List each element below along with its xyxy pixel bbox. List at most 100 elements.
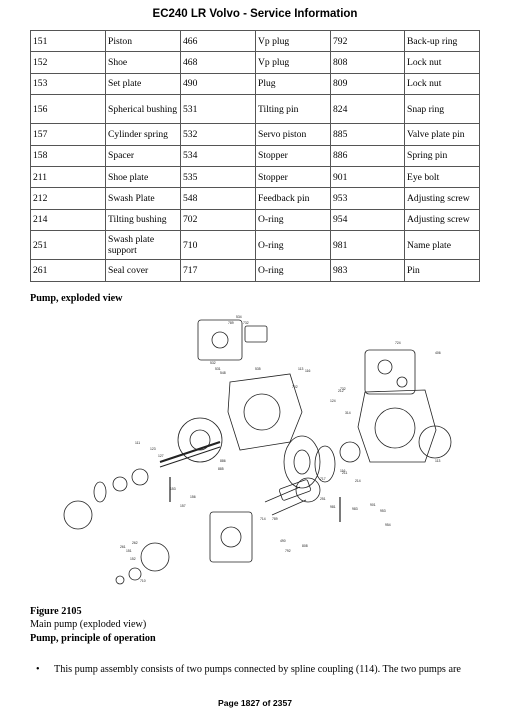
part-name-cell: Piston bbox=[105, 29, 181, 53]
callout-label: 261 bbox=[120, 545, 126, 549]
part-number-cell: 212 bbox=[30, 187, 106, 210]
part-name-cell: Valve plate pin bbox=[404, 123, 480, 146]
part-number-cell: 792 bbox=[330, 29, 405, 53]
part-name-cell: Adjusting screw bbox=[404, 187, 480, 210]
part-number-cell: 809 bbox=[330, 72, 405, 96]
part-number-cell: 157 bbox=[30, 123, 106, 146]
seal-cover-plate bbox=[63, 500, 93, 530]
part-name-cell: Name plate bbox=[404, 230, 480, 261]
section-heading: Pump, exploded view bbox=[30, 293, 123, 304]
gear-pump-block bbox=[364, 349, 416, 395]
section-heading-2: Pump, principle of operation bbox=[30, 633, 156, 644]
o-ring-large bbox=[295, 477, 321, 503]
callout-label: 885 bbox=[218, 467, 224, 471]
valve-plate bbox=[314, 445, 336, 483]
callout-label: 901 bbox=[370, 503, 376, 507]
part-number-cell: 885 bbox=[330, 123, 405, 146]
part-number-cell: 953 bbox=[330, 187, 405, 210]
callout-label: 157 bbox=[180, 504, 186, 508]
callout-label: 717 bbox=[320, 477, 326, 481]
part-number-cell: 211 bbox=[30, 165, 106, 189]
callout-label: 732 bbox=[243, 321, 249, 325]
part-name-cell: Tilting pin bbox=[255, 94, 331, 125]
callout-label: 954 bbox=[385, 523, 391, 527]
bullet-text: This pump assembly consists of two pumps… bbox=[54, 664, 461, 675]
front-housing-bore bbox=[243, 393, 281, 431]
o-ring-rear bbox=[418, 425, 452, 459]
callout-label: 535 bbox=[255, 367, 261, 371]
callout-label: 124 bbox=[330, 399, 336, 403]
callout-label: 153 bbox=[170, 487, 176, 491]
part-name-cell: Cylinder spring bbox=[105, 123, 181, 146]
callout-label: 116 bbox=[305, 369, 311, 373]
part-number-cell: 151 bbox=[30, 29, 106, 53]
callout-label: 151 bbox=[126, 549, 132, 553]
callout-label: 211 bbox=[342, 471, 348, 475]
callout-label: 886 bbox=[220, 459, 226, 463]
part-name-cell: Feedback pin bbox=[255, 187, 331, 210]
page-footer: Page 1827 of 2357 bbox=[217, 698, 293, 708]
callout-label: 792 bbox=[285, 549, 291, 553]
callout-label: 314 bbox=[345, 411, 351, 415]
callout-label: 116 bbox=[340, 469, 346, 473]
callout-label: 789 bbox=[228, 321, 234, 325]
page-title: EC240 LR Volvo - Service Information bbox=[152, 8, 358, 20]
seal-ring bbox=[131, 468, 149, 486]
part-number-cell: 535 bbox=[180, 165, 256, 189]
part-number-cell: 710 bbox=[180, 230, 256, 261]
figure-caption: Main pump (exploded view) bbox=[30, 619, 147, 630]
regulator-port bbox=[211, 331, 229, 349]
part-name-cell: Snap ring bbox=[404, 94, 480, 125]
part-name-cell: Spherical bushing bbox=[105, 94, 181, 125]
callout-label: 262 bbox=[132, 541, 138, 545]
o-ring bbox=[112, 476, 128, 492]
callout-label: 113 bbox=[435, 459, 441, 463]
part-name-cell: Servo piston bbox=[255, 123, 331, 146]
part-name-cell: Vp plug bbox=[255, 51, 331, 74]
part-number-cell: 261 bbox=[30, 259, 106, 282]
callout-label: 534 bbox=[236, 315, 242, 319]
bullet-dot: • bbox=[36, 664, 40, 675]
seal-cover bbox=[93, 481, 107, 503]
bullet-item: • This pump assembly consists of two pump… bbox=[36, 664, 486, 675]
callout-label: 111 bbox=[135, 441, 140, 445]
gear-pump-port-2 bbox=[396, 376, 408, 388]
part-name-cell: Back-up ring bbox=[404, 29, 480, 53]
callout-label: 714 bbox=[260, 517, 266, 521]
figure-number: Figure 2105 bbox=[30, 606, 82, 617]
part-number-cell: 152 bbox=[30, 51, 106, 74]
part-number-cell: 824 bbox=[330, 94, 405, 125]
callout-label: 789 bbox=[272, 517, 278, 521]
callout-label: 123 bbox=[150, 447, 156, 451]
callout-label: 214 bbox=[355, 479, 361, 483]
callout-label: 710 bbox=[140, 579, 146, 583]
part-number-cell: 983 bbox=[330, 259, 405, 282]
set-plate bbox=[140, 542, 170, 572]
rear-housing-bore bbox=[374, 407, 416, 449]
callout-label: 732 bbox=[340, 387, 346, 391]
callout-label: 981 bbox=[330, 505, 336, 509]
part-name-cell: Shoe bbox=[105, 51, 181, 74]
part-name-cell: O-ring bbox=[255, 259, 331, 282]
part-number-cell: 534 bbox=[180, 144, 256, 167]
part-name-cell: Swash plate support bbox=[105, 230, 181, 261]
part-number-cell: 954 bbox=[330, 208, 405, 232]
part-name-cell: Vp plug bbox=[255, 29, 331, 53]
callout-label: 724 bbox=[395, 341, 401, 345]
servo-piston bbox=[279, 479, 311, 501]
part-name-cell: Tilting bushing bbox=[105, 208, 181, 232]
callout-label: 406 bbox=[435, 351, 441, 355]
gear-pump-port bbox=[377, 359, 393, 375]
part-name-cell: Eye bolt bbox=[404, 165, 480, 189]
part-number-cell: 532 bbox=[180, 123, 256, 146]
cylinder-block bbox=[283, 435, 321, 489]
callout-label: 702 bbox=[292, 385, 298, 389]
regulator-block bbox=[197, 319, 243, 361]
